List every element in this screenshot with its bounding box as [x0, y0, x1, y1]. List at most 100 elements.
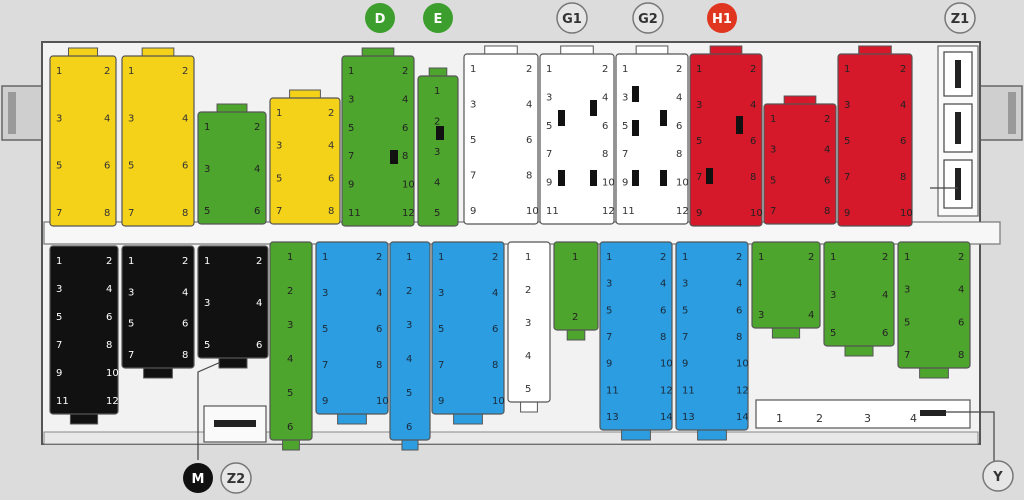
pin-label: 7 — [606, 332, 612, 343]
bottom-connector-9[interactable]: 12 — [553, 241, 599, 341]
pin-label: 7 — [128, 350, 134, 361]
pin-label: 4 — [106, 284, 112, 295]
pin-label: 10 — [736, 359, 749, 370]
strip-pin-label: 2 — [816, 412, 823, 425]
pin-label: 5 — [438, 324, 444, 335]
connector-body — [269, 241, 313, 441]
pin-label: 11 — [682, 385, 695, 396]
pin-label: 3 — [758, 310, 764, 321]
pin-label: 5 — [622, 121, 628, 132]
pin-label: 3 — [844, 100, 850, 111]
y-terminal-strip[interactable] — [755, 399, 971, 429]
pin-label: 5 — [56, 312, 62, 323]
callout-m: M — [183, 463, 213, 493]
pin-label: 1 — [470, 64, 476, 75]
pin-label: 9 — [606, 359, 612, 370]
pin-label: 1 — [322, 252, 328, 263]
pin-label: 2 — [882, 252, 888, 263]
z2-blade — [214, 420, 256, 427]
pin-label: 3 — [470, 100, 476, 111]
connector-body — [121, 245, 195, 369]
pin-label: 2 — [750, 64, 756, 75]
pin-label: 6 — [676, 121, 682, 132]
pin-label: 3 — [276, 141, 282, 152]
pin-label: 1 — [572, 252, 578, 263]
pin-label: 5 — [844, 136, 850, 147]
z2-fuse-holder[interactable] — [203, 405, 267, 443]
z1-fuse-blade — [955, 168, 961, 200]
pin-label: 3 — [682, 279, 688, 290]
pin-label: 7 — [622, 149, 628, 160]
pin-label: 9 — [622, 178, 628, 189]
pin-marker — [436, 126, 444, 140]
pin-label: 8 — [402, 151, 408, 162]
pin-label: 4 — [660, 279, 666, 290]
connector-body — [197, 111, 267, 225]
pin-label: 4 — [376, 288, 382, 299]
callout-label: D — [375, 12, 386, 27]
pin-label: 4 — [402, 94, 408, 105]
pin-label: 4 — [492, 288, 498, 299]
pin-marker — [390, 150, 398, 164]
pin-label: 11 — [348, 208, 361, 219]
pin-label: 5 — [128, 319, 134, 330]
pin-label: 2 — [660, 252, 666, 263]
pin-label: 4 — [526, 100, 532, 111]
callout-label: E — [434, 12, 443, 27]
pin-label: 2 — [736, 252, 742, 263]
pin-label: 6 — [182, 319, 188, 330]
pin-label: 5 — [546, 121, 552, 132]
callout-label: Z1 — [951, 12, 969, 27]
pin-label: 10 — [526, 206, 539, 217]
pin-label: 2 — [106, 256, 112, 267]
pin-label: 2 — [328, 108, 334, 119]
pin-label: 2 — [254, 122, 260, 133]
pin-label: 11 — [622, 206, 635, 217]
pin-label: 3 — [128, 113, 134, 124]
pin-label: 11 — [606, 385, 619, 396]
pin-label: 4 — [182, 113, 188, 124]
pin-label: 4 — [287, 354, 293, 365]
pin-label: 8 — [106, 340, 112, 351]
pin-label: 6 — [182, 161, 188, 172]
pin-marker — [590, 170, 597, 186]
callout-circle — [183, 463, 213, 493]
pin-label: 3 — [904, 285, 910, 296]
connector-body — [897, 241, 971, 369]
pin-label: 4 — [676, 92, 682, 103]
callout-circle — [707, 3, 737, 33]
pin-label: 5 — [470, 135, 476, 146]
pin-label: 1 — [682, 252, 688, 263]
pin-label: 8 — [824, 206, 830, 217]
pin-label: 2 — [104, 66, 110, 77]
pin-label: 3 — [606, 279, 612, 290]
callout-g2: G2 — [632, 2, 664, 34]
